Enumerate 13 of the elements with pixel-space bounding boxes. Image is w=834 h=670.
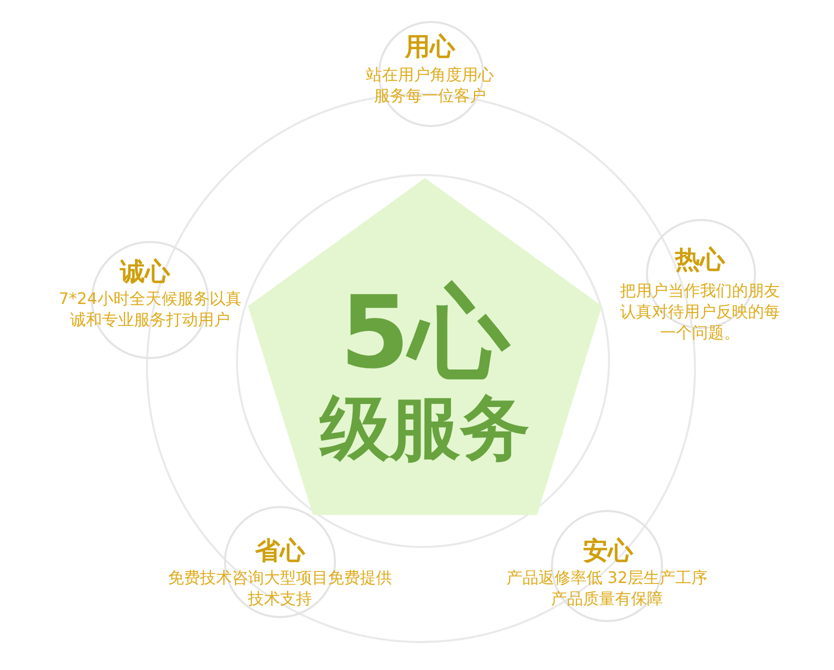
service-heading: 热心 xyxy=(675,246,725,274)
service-heading: 诚心 xyxy=(120,258,170,286)
service-description: 免费技术咨询大型项目免费提供技术支持 xyxy=(167,567,393,609)
service-node xyxy=(166,505,394,619)
service-description: 站在用户角度用心服务每一位客户 xyxy=(365,64,495,106)
service-description: 产品返修率低 32层生产工序产品质量有保障 xyxy=(505,567,709,609)
service-heading: 用心 xyxy=(405,33,455,61)
service-heading: 安心 xyxy=(583,537,633,565)
service-node xyxy=(363,20,497,128)
service-heading: 省心 xyxy=(255,537,305,565)
service-description: 7*24小时全天候服务以真诚和专业服务打动用户 xyxy=(58,288,242,330)
center-subtitle: 级服务 xyxy=(320,393,530,463)
service-description: 把用户当作我们的朋友认真对待用户反映的每一个问题。 xyxy=(619,280,781,343)
